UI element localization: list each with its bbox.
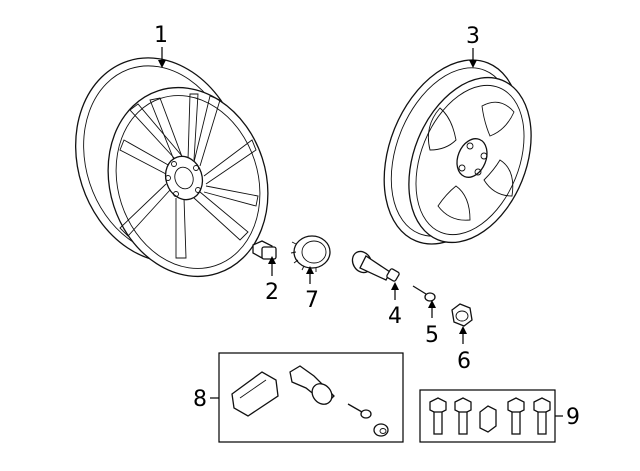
callout-8: 8: [193, 387, 207, 412]
alloy-wheel: [75, 57, 269, 278]
valve-stem: [351, 250, 400, 282]
center-cap: [290, 235, 331, 272]
leader-arrows: [158, 47, 563, 417]
callout-5: 5: [425, 323, 439, 348]
spare-wheel: [383, 59, 532, 245]
lock-bolt-set: [419, 389, 556, 443]
callout-7: 7: [305, 288, 319, 313]
valve-core: [412, 285, 436, 302]
tpms-sensor-kit: [218, 352, 404, 443]
callout-6: 6: [457, 349, 471, 374]
callout-3: 3: [466, 24, 480, 49]
wheel-bolt: [252, 240, 277, 260]
callout-4: 4: [388, 304, 402, 329]
callout-9: 9: [566, 405, 580, 430]
callout-2: 2: [265, 280, 279, 305]
callout-1: 1: [154, 23, 168, 48]
valve-cap: [451, 303, 473, 327]
